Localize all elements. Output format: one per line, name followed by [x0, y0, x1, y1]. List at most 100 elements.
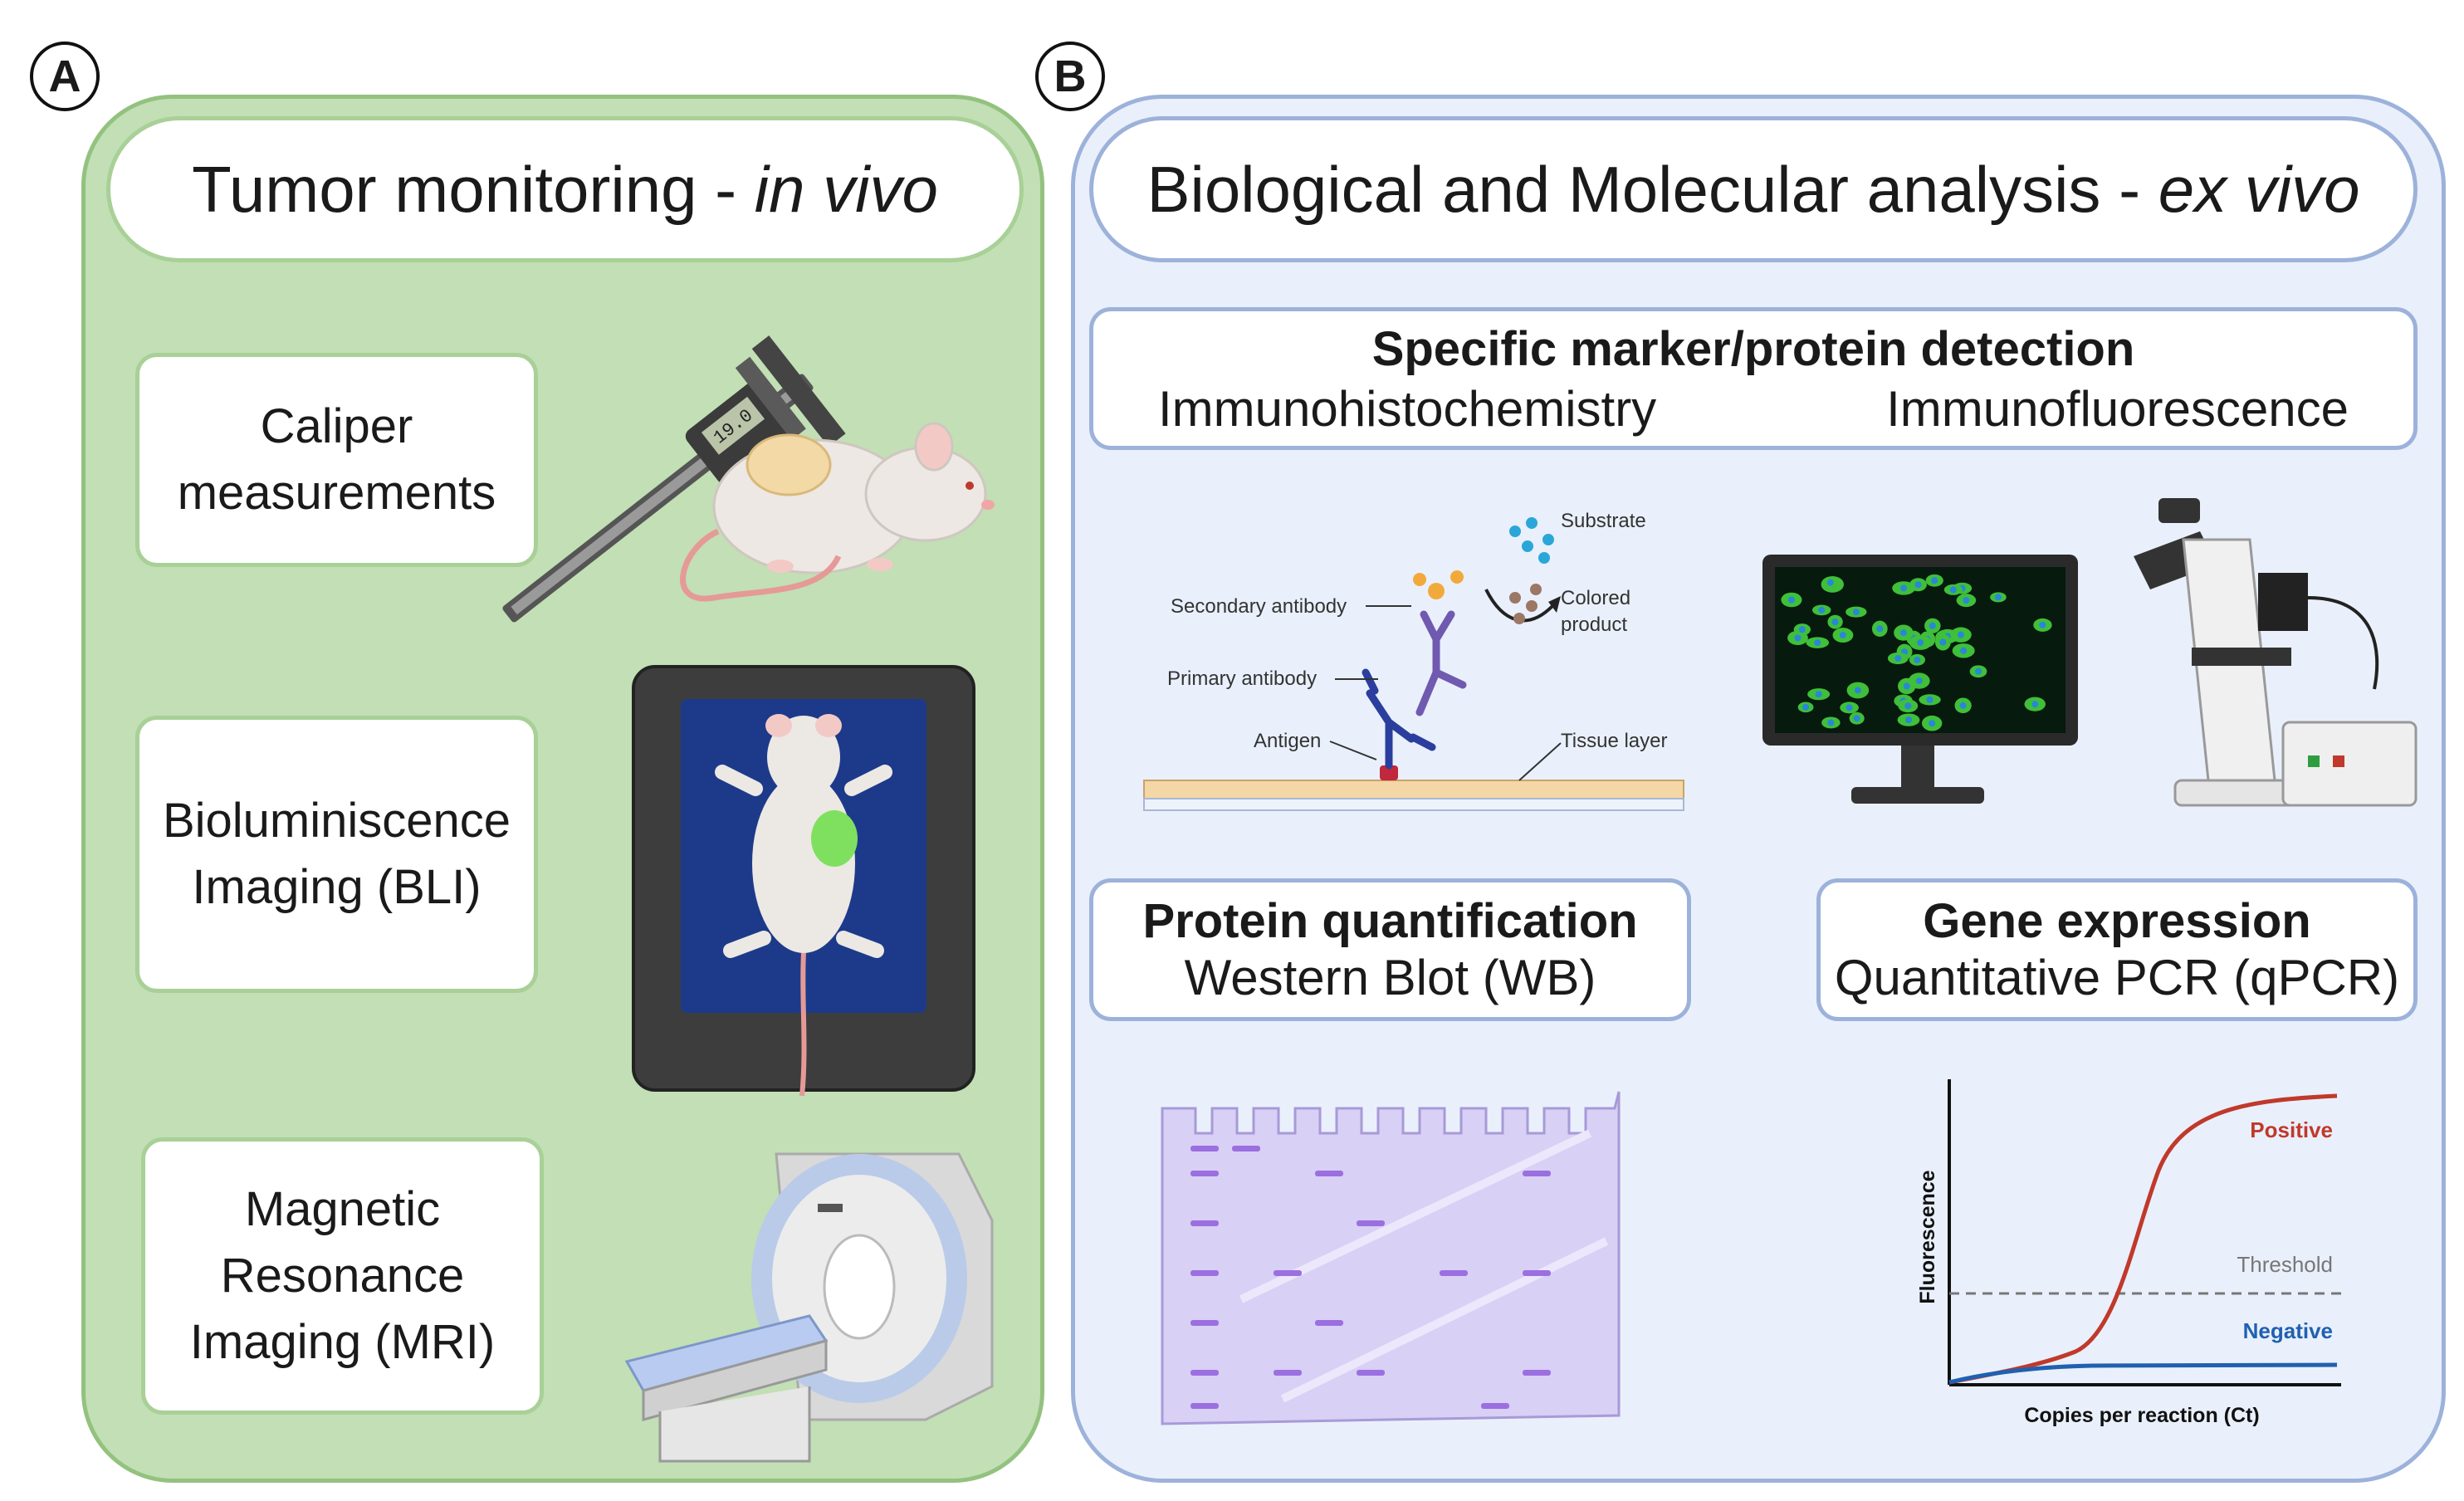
- panel-b-title-text: Biological and Molecular analysis - ex v…: [1146, 152, 2360, 226]
- cell-nucleus: [1960, 647, 1968, 654]
- svg-text:Substrate: Substrate: [1561, 510, 1646, 532]
- mri-scanner-illustration: [624, 1152, 994, 1463]
- cell-nucleus: [1818, 606, 1826, 614]
- cell-nucleus: [2031, 701, 2039, 708]
- cell-nucleus: [1926, 696, 1934, 703]
- cell-nucleus: [1815, 691, 1822, 698]
- cell-nucleus: [1904, 702, 1912, 710]
- cell-nucleus: [1931, 577, 1938, 584]
- wb-band: [1190, 1370, 1219, 1376]
- cell-nucleus: [1963, 597, 1970, 604]
- cell-nucleus: [1904, 716, 1912, 724]
- svg-text:product: product: [1561, 614, 1627, 636]
- cell-nucleus: [1903, 682, 1910, 690]
- bli-imager-illustration: [632, 665, 975, 1097]
- cell-nucleus: [2039, 621, 2046, 628]
- cell-nucleus: [1802, 703, 1810, 711]
- qpcr-positive-label: Positive: [2250, 1117, 2333, 1142]
- protein-method: Western Blot (WB): [1184, 950, 1596, 1005]
- microscope-illustration: [2134, 498, 2418, 807]
- cell-nucleus: [1794, 634, 1802, 642]
- wb-band: [1190, 1320, 1219, 1326]
- wb-band: [1523, 1171, 1551, 1176]
- caliper-icon: 19.0: [502, 335, 846, 623]
- cell-nucleus: [1939, 638, 1947, 646]
- cell-nucleus: [1839, 632, 1846, 639]
- cell-nucleus: [1854, 687, 1861, 694]
- wb-band: [1190, 1146, 1219, 1151]
- cell-nucleus: [1975, 667, 1982, 675]
- panel-b-letter: B: [1035, 42, 1105, 111]
- ihc-diagram: Substrate Colored product Secondary anti…: [1143, 510, 1684, 811]
- cell-nucleus: [1826, 579, 1834, 586]
- cell-nucleus: [1831, 618, 1839, 626]
- panel-b-title: Biological and Molecular analysis - ex v…: [1089, 116, 2418, 262]
- cell-nucleus: [1787, 596, 1795, 604]
- wb-band: [1357, 1220, 1385, 1226]
- cell-nucleus: [1914, 581, 1922, 589]
- mouse-top-icon: [715, 714, 892, 1097]
- panel-a-letter: A: [30, 42, 100, 111]
- wb-band: [1357, 1370, 1385, 1376]
- detection-box: Specific marker/protein detection Immuno…: [1089, 307, 2418, 450]
- cell-nucleus: [1929, 622, 1936, 629]
- wb-band: [1274, 1270, 1302, 1276]
- detection-ihc-label: Immunohistochemistry: [1158, 381, 1657, 437]
- qpcr-negative-label: Negative: [2243, 1318, 2333, 1343]
- cell-nucleus: [1827, 719, 1835, 726]
- bli-box: Bioluminiscence Imaging (BLI): [135, 716, 538, 993]
- cell-nucleus: [1917, 639, 1924, 647]
- wb-band: [1315, 1171, 1343, 1176]
- cell-nucleus: [1814, 639, 1821, 647]
- cell-nucleus: [1894, 654, 1902, 662]
- caliper-box: Caliper measurements: [135, 353, 538, 567]
- wb-band: [1190, 1220, 1219, 1226]
- protein-title: Protein quantification: [1142, 894, 1638, 948]
- panel-a-title: Tumor monitoring - in vivo: [106, 116, 1024, 262]
- wb-band: [1523, 1270, 1551, 1276]
- cell-nucleus: [1900, 584, 1908, 592]
- gene-box: Gene expression Quantitative PCR (qPCR): [1816, 878, 2418, 1021]
- wb-band: [1315, 1320, 1343, 1326]
- qpcr-threshold-label: Threshold: [2237, 1252, 2333, 1277]
- qpcr-positive-curve: [1948, 1093, 2338, 1385]
- caliper-mouse-illustration: 19.0: [502, 335, 995, 623]
- qpcr-chart: Positive Threshold Negative Fluorescence…: [1916, 1079, 2341, 1427]
- mri-box: Magnetic Resonance Imaging (MRI): [141, 1137, 544, 1415]
- wb-band: [1190, 1171, 1219, 1176]
- cell-nucleus: [1915, 677, 1923, 685]
- cell-nucleus: [1914, 656, 1921, 663]
- protein-box: Protein quantification Western Blot (WB): [1089, 878, 1691, 1021]
- cell-nucleus: [1929, 720, 1936, 727]
- cell-nucleus: [1846, 704, 1853, 711]
- cell-nucleus: [1876, 625, 1884, 633]
- cell-nucleus: [1852, 609, 1860, 616]
- if-monitor-illustration: [1762, 555, 2078, 804]
- qpcr-negative-curve: [1948, 1362, 2338, 1385]
- wb-band: [1440, 1270, 1468, 1276]
- cell-nucleus: [1899, 629, 1907, 637]
- detection-if-label: Immunofluorescence: [1886, 381, 2349, 437]
- svg-text:Colored: Colored: [1561, 587, 1630, 609]
- wb-band: [1190, 1270, 1219, 1276]
- mouse-icon: [680, 422, 995, 602]
- cell-nucleus: [1853, 715, 1860, 722]
- gene-title: Gene expression: [1923, 894, 2311, 948]
- svg-text:Secondary antibody: Secondary antibody: [1171, 595, 1347, 618]
- wb-band: [1481, 1403, 1509, 1409]
- cell-nucleus: [1994, 594, 2002, 601]
- svg-text:Antigen: Antigen: [1254, 730, 1321, 752]
- wb-band: [1523, 1370, 1551, 1376]
- wb-band: [1232, 1146, 1260, 1151]
- svg-text:Primary antibody: Primary antibody: [1167, 667, 1317, 690]
- cell-nucleus: [1958, 631, 1965, 638]
- svg-text:Tissue layer: Tissue layer: [1561, 730, 1667, 752]
- cell-nucleus: [1949, 586, 1957, 594]
- cell-nucleus: [1959, 702, 1967, 709]
- gene-method: Quantitative PCR (qPCR): [1834, 950, 2400, 1005]
- qpcr-y-label: Fluorescence: [1916, 1170, 1939, 1303]
- qpcr-x-label: Copies per reaction (Ct): [2024, 1404, 2259, 1427]
- western-blot-gel: [1161, 1091, 1621, 1425]
- wb-band: [1274, 1370, 1302, 1376]
- panel-a-title-text: Tumor monitoring - in vivo: [192, 152, 938, 226]
